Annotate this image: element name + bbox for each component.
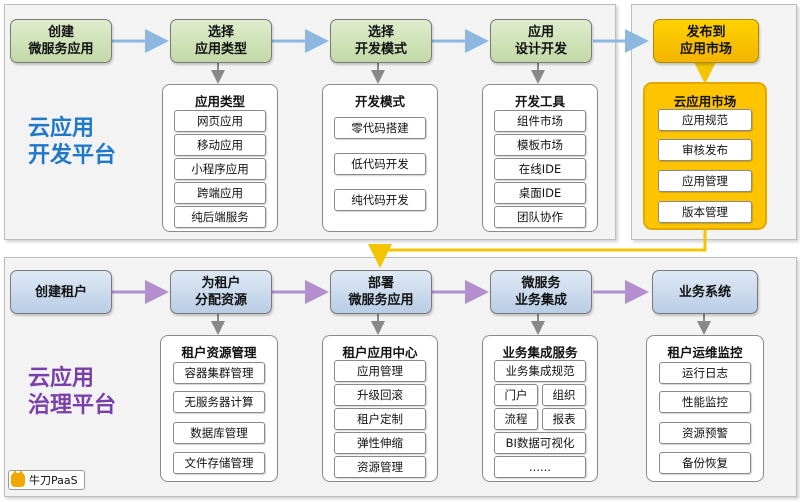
- list-item: 应用管理: [334, 360, 426, 382]
- step-publish-market: 发布到 应用市场: [653, 19, 759, 63]
- list-item: 跨端应用: [174, 182, 266, 204]
- list-item: 模板市场: [494, 134, 586, 156]
- group-title: 开发工具: [514, 94, 565, 109]
- step-business-integration: 微服务 业务集成: [490, 270, 592, 314]
- list-item: 在线IDE: [494, 158, 586, 180]
- step-business-system: 业务系统: [652, 270, 758, 314]
- step-create-tenant: 创建租户: [10, 270, 112, 314]
- list-item: 桌面IDE: [494, 182, 586, 204]
- list-item: 零代码搭建: [334, 117, 426, 139]
- group-tenant-ops: 租户运维监控 运行日志 性能监控 资源预警 备份恢复: [646, 335, 764, 482]
- list-item: 备份恢复: [659, 452, 751, 474]
- list-item: 弹性伸缩: [334, 432, 426, 454]
- list-item: ......: [494, 456, 586, 478]
- group-title: 租户资源管理: [181, 345, 257, 360]
- list-item: 业务集成规范: [494, 360, 586, 382]
- list-item: 无服务器计算: [173, 391, 265, 413]
- dev-platform-title: 云应用 开发平台: [28, 116, 117, 168]
- list-item: 文件存储管理: [173, 452, 265, 474]
- list-item: 运行日志: [659, 362, 751, 384]
- group-title: 云应用市场: [673, 94, 737, 109]
- list-item: 流程: [494, 408, 538, 430]
- group-dev-tools: 开发工具 组件市场 模板市场 在线IDE 桌面IDE 团队协作: [482, 84, 598, 232]
- step-create-app: 创建 微服务应用: [10, 19, 112, 63]
- list-item: 纯代码开发: [334, 189, 426, 211]
- list-item: BI数据可视化: [494, 432, 586, 454]
- group-business-integration: 业务集成服务 业务集成规范 门户 组织 流程 报表 BI数据可视化 ......: [482, 335, 598, 482]
- list-item: 数据库管理: [173, 422, 265, 444]
- group-dev-modes: 开发模式 零代码搭建 低代码开发 纯代码开发: [322, 84, 438, 232]
- group-tenant-app-center: 租户应用中心 应用管理 升级回滚 租户定制 弹性伸缩 资源管理: [322, 335, 438, 482]
- group-title: 应用类型: [194, 94, 245, 109]
- list-item: 纯后端服务: [174, 206, 266, 228]
- tiger-icon: [11, 470, 25, 487]
- list-item: 组件市场: [494, 110, 586, 132]
- logo-badge: 牛刀PaaS: [8, 470, 85, 490]
- list-item: 低代码开发: [334, 153, 426, 175]
- list-item: 团队协作: [494, 206, 586, 228]
- list-item: 资源预警: [659, 422, 751, 444]
- step-select-type: 选择 应用类型: [170, 19, 272, 63]
- list-item: 报表: [542, 408, 586, 430]
- group-title: 租户应用中心: [342, 345, 418, 360]
- list-item: 移动应用: [174, 134, 266, 156]
- group-title: 业务集成服务: [502, 345, 578, 360]
- list-item: 组织: [542, 384, 586, 406]
- list-item: 审核发布: [658, 139, 752, 161]
- list-item: 升级回滚: [334, 384, 426, 406]
- group-title: 租户运维监控: [667, 345, 743, 360]
- step-allocate-resources: 为租户 分配资源: [170, 270, 272, 314]
- list-item: 门户: [494, 384, 538, 406]
- step-select-mode: 选择 开发模式: [330, 19, 432, 63]
- step-deploy-app: 部署 微服务应用: [330, 270, 432, 314]
- group-title: 开发模式: [354, 94, 405, 109]
- list-item: 版本管理: [658, 201, 752, 223]
- list-item: 网页应用: [174, 110, 266, 132]
- step-design-dev: 应用 设计开发: [490, 19, 592, 63]
- list-item: 应用管理: [658, 170, 752, 192]
- list-item: 租户定制: [334, 408, 426, 430]
- group-app-types: 应用类型 网页应用 移动应用 小程序应用 跨端应用 纯后端服务: [162, 84, 278, 232]
- logo-text: 牛刀PaaS: [29, 474, 78, 487]
- gov-platform-title: 云应用 治理平台: [28, 366, 117, 418]
- list-item: 小程序应用: [174, 158, 266, 180]
- list-item: 资源管理: [334, 456, 426, 478]
- list-item: 应用规范: [658, 109, 752, 131]
- list-item: 性能监控: [659, 391, 751, 413]
- list-item: 容器集群管理: [173, 362, 265, 384]
- group-app-market: 云应用市场 应用规范 审核发布 应用管理 版本管理: [643, 82, 767, 230]
- group-tenant-resources: 租户资源管理 容器集群管理 无服务器计算 数据库管理 文件存储管理: [160, 335, 278, 482]
